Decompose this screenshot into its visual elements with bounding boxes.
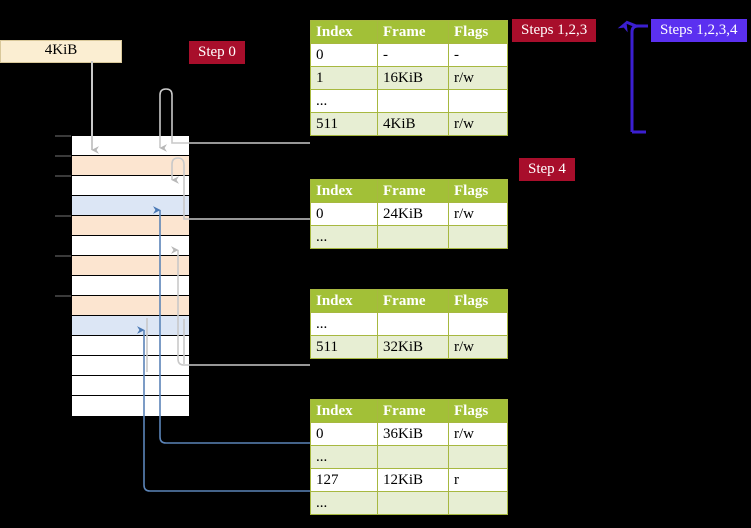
connector-memory-to-table1: [171, 157, 310, 220]
cell-flags: r/w: [448, 422, 508, 446]
memory-frame-row: [72, 336, 189, 356]
memory-block-4kib: 4KiB: [0, 40, 122, 63]
memory-tick: [55, 135, 71, 137]
memory-frame-row: [72, 376, 189, 396]
cell-index: ...: [310, 312, 378, 336]
cell-frame: [377, 312, 449, 336]
table-row: ...: [310, 491, 508, 515]
table-row: 0--: [310, 43, 508, 67]
cell-flags: r/w: [448, 66, 508, 90]
table-row: ...: [310, 312, 508, 336]
column-header-frame: Frame: [377, 399, 449, 423]
column-header-flags: Flags: [448, 179, 508, 203]
memory-frame-row: [72, 256, 189, 276]
memory-frame-row: [72, 296, 189, 316]
cell-flags: r/w: [448, 202, 508, 226]
connector-memory-to-table2: [171, 246, 310, 366]
cell-frame: [377, 445, 449, 469]
memory-tick: [55, 155, 71, 157]
column-header-frame: Frame: [377, 289, 449, 313]
memory-tick: [55, 255, 71, 257]
table-row: ...: [310, 89, 508, 113]
cell-flags: r: [448, 468, 508, 492]
cell-frame: [377, 225, 449, 249]
table-row: ...: [310, 445, 508, 469]
cell-frame: 16KiB: [377, 66, 449, 90]
badge-step-0: Step 0: [189, 41, 245, 64]
cell-frame: 12KiB: [377, 468, 449, 492]
memory-frame-row: [72, 196, 189, 216]
column-header-index: Index: [310, 179, 378, 203]
cell-index: 0: [310, 43, 378, 67]
memory-frame-row: [72, 276, 189, 296]
physical-memory-column: [71, 135, 190, 416]
cell-frame: [377, 491, 449, 515]
column-header-index: Index: [310, 399, 378, 423]
memory-tick: [55, 215, 71, 217]
cell-flags: -: [448, 43, 508, 67]
cell-frame: 36KiB: [377, 422, 449, 446]
cell-flags: [448, 312, 508, 336]
memory-tick: [55, 295, 71, 297]
table-row: ...: [310, 225, 508, 249]
memory-frame-row: [72, 236, 189, 256]
cell-index: 127: [310, 468, 378, 492]
memory-block-4kib-label: 4KiB: [44, 42, 78, 58]
cell-flags: [448, 491, 508, 515]
memory-frame-row: [72, 316, 189, 336]
cell-index: ...: [310, 491, 378, 515]
column-header-index: Index: [310, 20, 378, 44]
cell-flags: [448, 225, 508, 249]
column-header-flags: Flags: [448, 20, 508, 44]
cell-flags: r/w: [448, 112, 508, 136]
memory-frame-row: [72, 136, 189, 156]
memory-frame-row: [72, 356, 189, 376]
memory-frame-row: [72, 396, 189, 416]
column-header-flags: Flags: [448, 399, 508, 423]
badge-steps-1-2-3: Steps 1,2,3: [512, 19, 597, 42]
cell-index: 511: [310, 335, 378, 359]
cell-frame: -: [377, 43, 449, 67]
column-header-flags: Flags: [448, 289, 508, 313]
cell-index: ...: [310, 445, 378, 469]
badge-steps-1-2-3-4: Steps 1,2,3,4: [651, 19, 747, 42]
memory-frame-row: [72, 156, 189, 176]
cell-flags: [448, 445, 508, 469]
cell-index: 0: [310, 202, 378, 226]
memory-frame-row: [72, 176, 189, 196]
memory-frame-row: [72, 216, 189, 236]
cell-index: 511: [310, 112, 378, 136]
column-header-index: Index: [310, 289, 378, 313]
cell-frame: [377, 89, 449, 113]
cell-frame: 32KiB: [377, 335, 449, 359]
cell-flags: [448, 89, 508, 113]
cell-index: 0: [310, 422, 378, 446]
memory-tick: [55, 175, 71, 177]
cell-frame: 24KiB: [377, 202, 449, 226]
connector-steps-bracket: [617, 20, 649, 134]
cell-index: ...: [310, 89, 378, 113]
cell-flags: r/w: [448, 335, 508, 359]
column-header-frame: Frame: [377, 20, 449, 44]
cell-index: ...: [310, 225, 378, 249]
cell-frame: 4KiB: [377, 112, 449, 136]
column-header-frame: Frame: [377, 179, 449, 203]
badge-step-4: Step 4: [519, 158, 575, 181]
cell-index: 1: [310, 66, 378, 90]
